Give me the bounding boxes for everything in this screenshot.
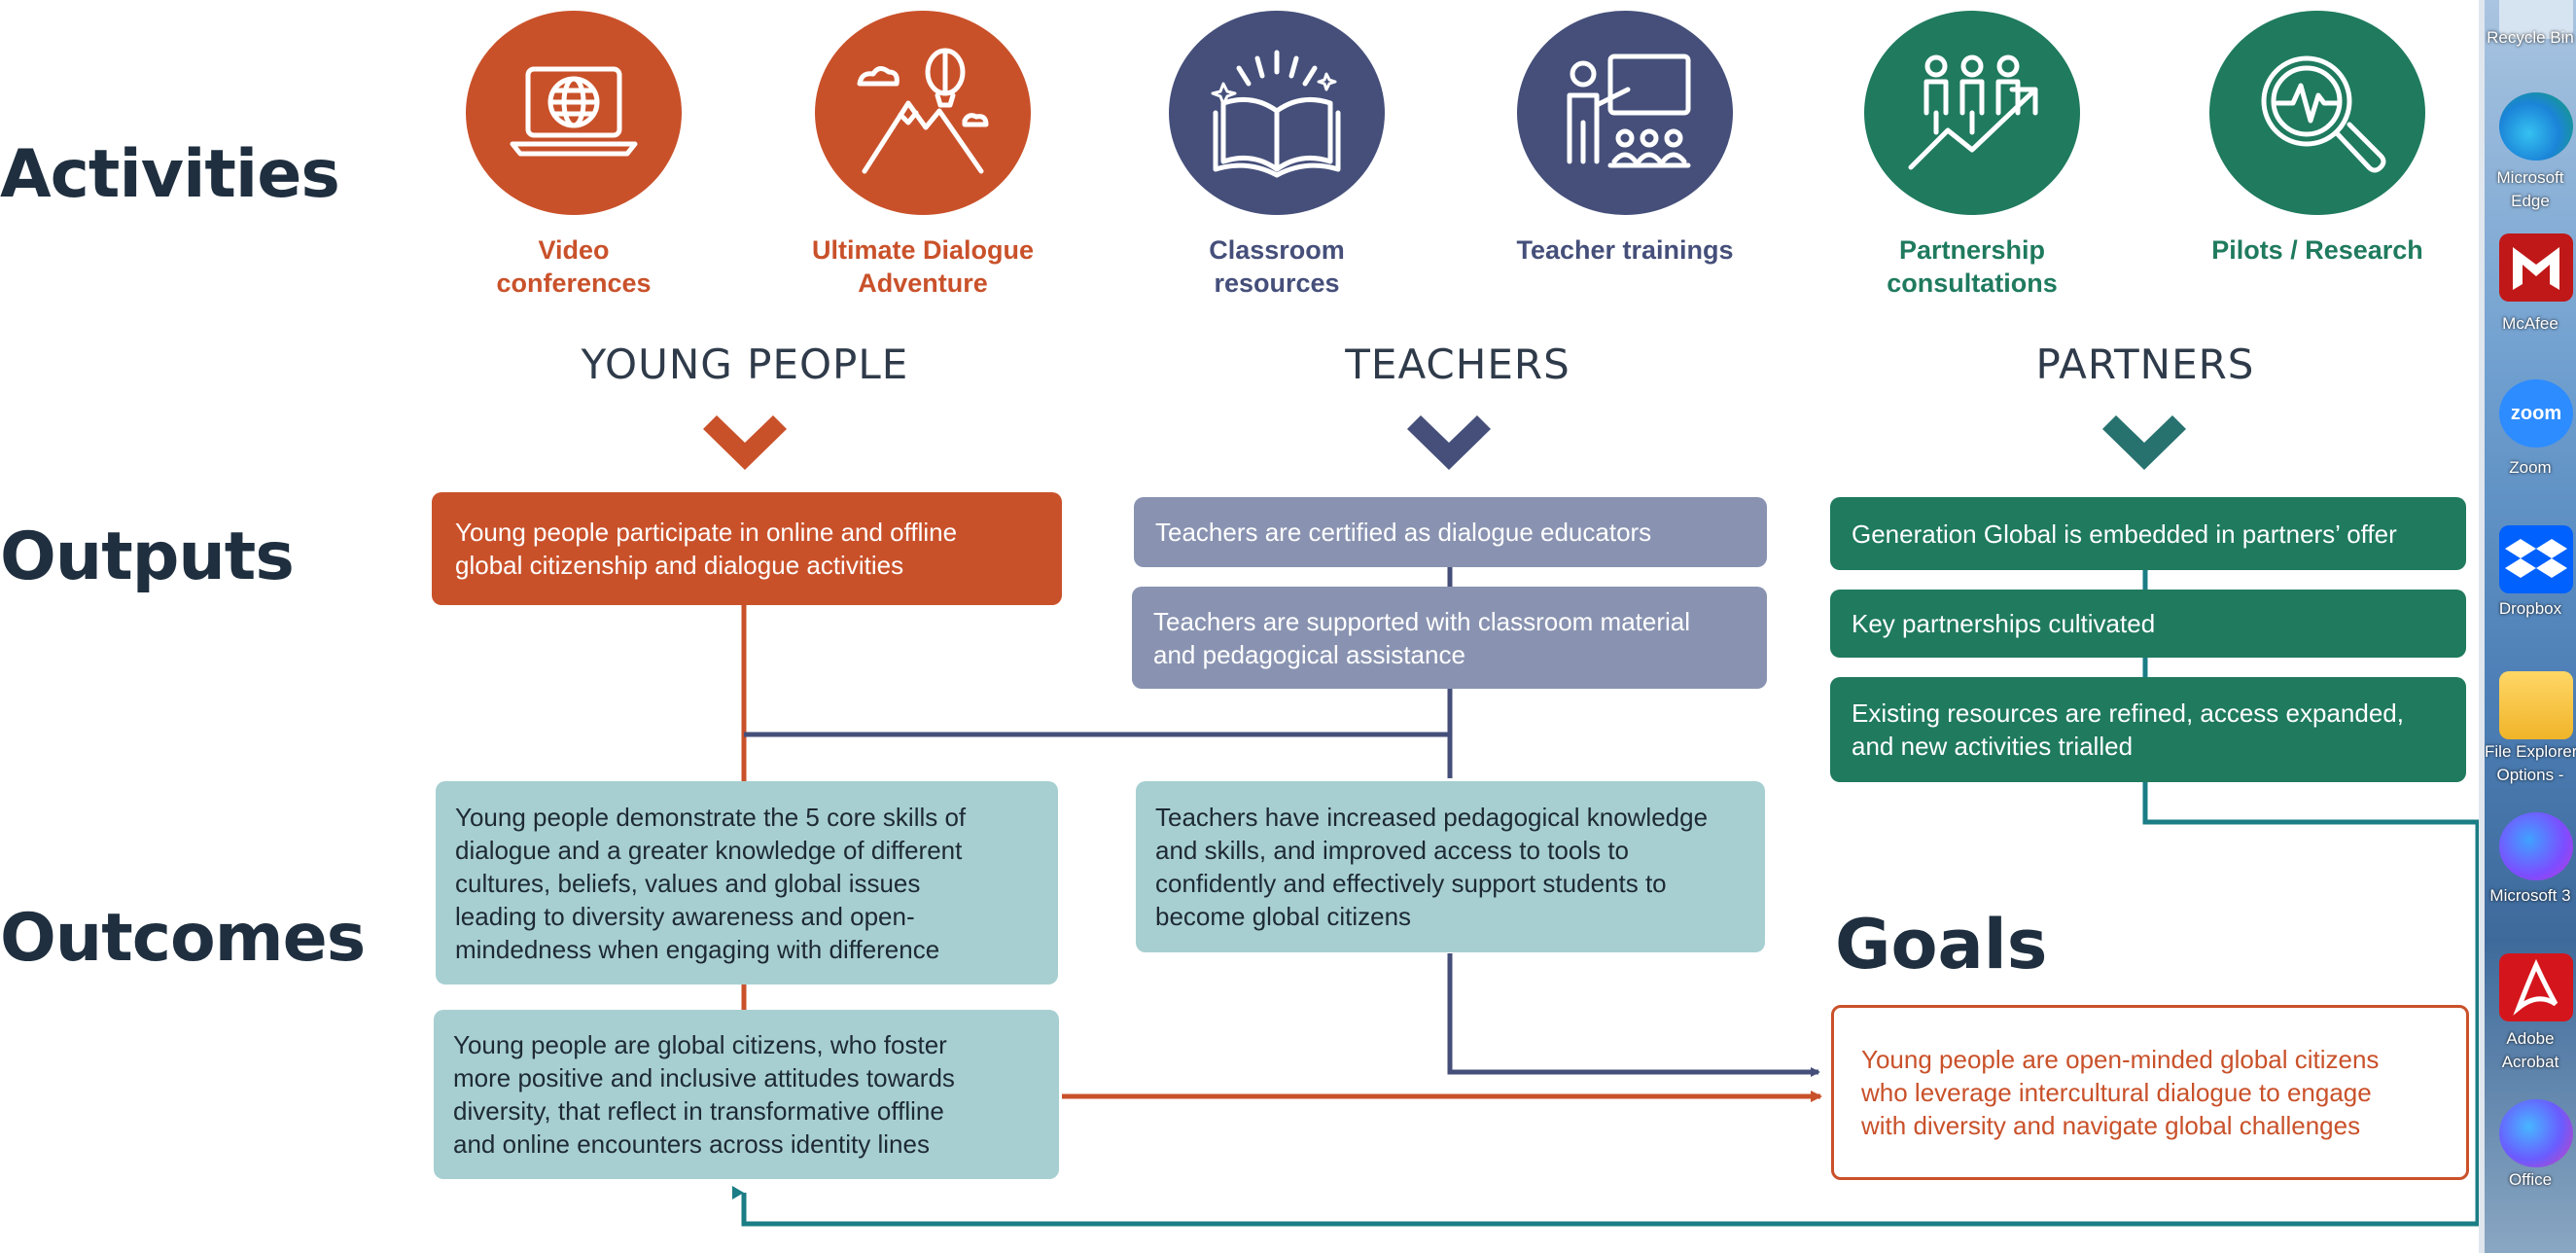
output-partners-embedded-box: Generation Global is embedded in partner… bbox=[1830, 497, 2466, 570]
desktop-label-microsoft[interactable]: Microsoft 3 bbox=[2489, 886, 2571, 905]
box-text-line: leading to diversity awareness and open- bbox=[455, 901, 915, 931]
activity-label-line: Video bbox=[538, 235, 610, 265]
activity-label-partnership-consultations: Partnership consultations bbox=[1826, 233, 2118, 300]
desktop-label-dropbox[interactable]: Dropbox bbox=[2498, 599, 2562, 618]
box-text-line: with diversity and navigate global chall… bbox=[1861, 1111, 2361, 1140]
box-text-line: Generation Global is embedded in partner… bbox=[1852, 519, 2397, 549]
desktop-label-edge-line1[interactable]: Microsoft bbox=[2496, 168, 2564, 187]
box-text-line: and online encounters across identity li… bbox=[453, 1129, 930, 1159]
desktop-label-office[interactable]: Office bbox=[2508, 1170, 2553, 1189]
activity-label-ultimate-dialogue-adventure: Ultimate Dialogue Adventure bbox=[777, 233, 1069, 300]
desktop-background bbox=[2479, 0, 2576, 1253]
teacher-board-icon bbox=[1517, 11, 1733, 215]
desktop-label-file-explorer-line1[interactable]: File Explorer bbox=[2485, 742, 2576, 761]
desktop-label-acrobat-line1[interactable]: Adobe bbox=[2506, 1029, 2555, 1048]
recycle-bin-icon[interactable] bbox=[2499, 0, 2573, 39]
box-text-line: Young people are open-minded global citi… bbox=[1861, 1045, 2380, 1074]
chevron-down-icon bbox=[703, 415, 787, 470]
desktop-label-recycle-bin[interactable]: Recycle Bin bbox=[2487, 28, 2574, 47]
outcomes-heading: Outcomes bbox=[0, 900, 366, 977]
laptop-globe-icon bbox=[466, 11, 682, 215]
desktop-label-edge-line2[interactable]: Edge bbox=[2511, 192, 2550, 210]
goal-box: Young people are open-minded global citi… bbox=[1831, 1005, 2469, 1180]
box-text-line: cultures, beliefs, values and global iss… bbox=[455, 868, 921, 898]
dropbox-icon[interactable] bbox=[2499, 525, 2573, 593]
box-text-line: and pedagogical assistance bbox=[1153, 639, 1465, 669]
output-partnerships-cultivated-box: Key partnerships cultivated bbox=[1830, 590, 2466, 658]
magnifier-pulse-icon bbox=[2209, 11, 2425, 215]
activity-label-line: Adventure bbox=[858, 268, 988, 298]
desktop-label-file-explorer-line2[interactable]: Options - bbox=[2496, 766, 2564, 784]
box-text-line: mindedness when engaging with difference bbox=[455, 934, 940, 964]
activity-label-line: Pilots / Research bbox=[2211, 235, 2423, 265]
box-text-line: and skills, and improved access to tools… bbox=[1155, 836, 1630, 865]
acrobat-icon[interactable] bbox=[2499, 953, 2573, 1021]
box-text-line: Teachers are supported with classroom ma… bbox=[1153, 606, 1691, 636]
chevron-down-icon bbox=[2102, 415, 2186, 470]
desktop-label-mcafee[interactable]: McAfee bbox=[2502, 314, 2558, 333]
box-text-line: Young people demonstrate the 5 core skil… bbox=[455, 802, 967, 832]
audience-teachers: TEACHERS bbox=[1345, 340, 1570, 388]
edge-icon[interactable] bbox=[2499, 92, 2573, 161]
activity-label-line: resources bbox=[1214, 268, 1340, 298]
folder-icon[interactable] bbox=[2499, 671, 2573, 739]
office-icon[interactable] bbox=[2499, 1099, 2573, 1167]
activities-heading: Activities bbox=[0, 136, 340, 213]
box-text-line: more positive and inclusive attitudes to… bbox=[453, 1063, 955, 1092]
box-text-line: and new activities trialled bbox=[1852, 732, 2134, 761]
mountain-balloon-icon bbox=[815, 11, 1031, 215]
activity-label-line: Ultimate Dialogue bbox=[811, 235, 1035, 265]
box-text-line: Teachers are certified as dialogue educa… bbox=[1155, 518, 1652, 547]
audience-partners: PARTNERS bbox=[2035, 340, 2255, 388]
box-text-line: confidently and effectively support stud… bbox=[1155, 869, 1667, 898]
activity-label-line: Teacher trainings bbox=[1516, 235, 1734, 265]
outcome-teachers-box: Teachers have increased pedagogical know… bbox=[1136, 781, 1765, 952]
activity-label-line: Classroom bbox=[1209, 235, 1345, 265]
desktop-label-acrobat-line2[interactable]: Acrobat bbox=[2501, 1053, 2559, 1071]
box-text-line: dialogue and a greater knowledge of diff… bbox=[455, 835, 963, 865]
box-text-line: Young people participate in online and o… bbox=[455, 518, 958, 547]
activity-label-line: conferences bbox=[496, 268, 652, 298]
copilot-icon[interactable] bbox=[2499, 812, 2573, 880]
output-teachers-certified-box: Teachers are certified as dialogue educa… bbox=[1134, 497, 1767, 567]
box-text-line: Key partnerships cultivated bbox=[1852, 609, 2156, 638]
box-text-line: Teachers have increased pedagogical know… bbox=[1155, 803, 1709, 832]
mcafee-icon[interactable] bbox=[2499, 233, 2573, 302]
activity-label-line: Partnership bbox=[1898, 235, 2046, 265]
outputs-heading: Outputs bbox=[0, 519, 295, 595]
activity-label-teacher-trainings: Teacher trainings bbox=[1479, 233, 1771, 267]
box-text-line: who leverage intercultural dialogue to e… bbox=[1861, 1078, 2372, 1107]
box-text-line: become global citizens bbox=[1155, 902, 1412, 931]
outcome-young-people-global-citizens-box: Young people are global citizens, who fo… bbox=[434, 1010, 1059, 1179]
open-book-icon bbox=[1169, 11, 1385, 215]
outcome-young-people-skills-box: Young people demonstrate the 5 core skil… bbox=[436, 781, 1058, 984]
activity-label-pilots-research: Pilots / Research bbox=[2171, 233, 2463, 267]
output-teachers-supported-box: Teachers are supported with classroom ma… bbox=[1132, 587, 1767, 689]
output-young-people-box: Young people participate in online and o… bbox=[432, 492, 1062, 605]
output-resources-refined-box: Existing resources are refined, access e… bbox=[1830, 677, 2466, 782]
desktop-divider bbox=[2479, 0, 2485, 1253]
activity-label-line: consultations bbox=[1887, 268, 2058, 298]
people-growth-icon bbox=[1864, 11, 2080, 215]
box-text-line: Young people are global citizens, who fo… bbox=[453, 1030, 947, 1059]
goals-heading: Goals bbox=[1835, 905, 2048, 984]
zoom-icon[interactable]: zoom bbox=[2499, 379, 2573, 448]
desktop-label-zoom[interactable]: Zoom bbox=[2509, 458, 2552, 477]
box-text-line: global citizenship and dialogue activiti… bbox=[455, 551, 904, 580]
audience-young-people: YOUNG PEOPLE bbox=[581, 340, 909, 388]
activity-label-classroom-resources: Classroom resources bbox=[1131, 233, 1423, 300]
chevron-down-icon bbox=[1407, 415, 1491, 470]
box-text-line: Existing resources are refined, access e… bbox=[1852, 698, 2404, 728]
activity-label-video-conferences: Video conferences bbox=[428, 233, 720, 300]
box-text-line: diversity, that reflect in transformativ… bbox=[453, 1096, 944, 1126]
